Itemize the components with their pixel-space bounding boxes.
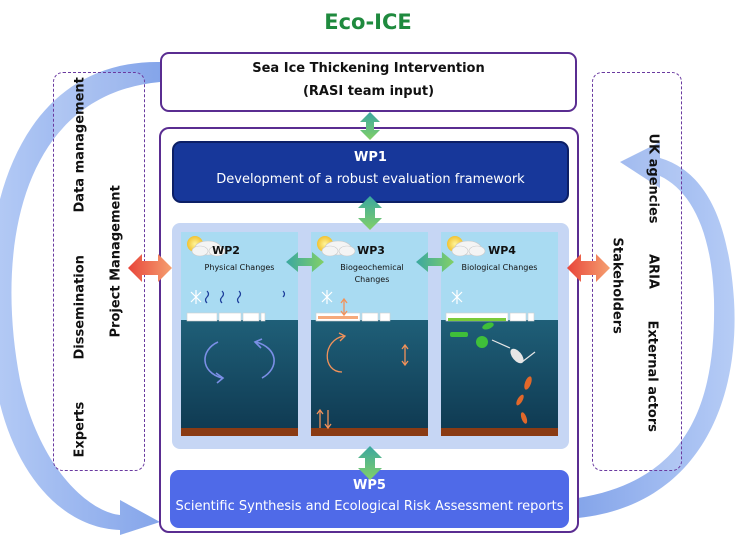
left-support-box xyxy=(53,72,145,471)
cloud-icon xyxy=(451,240,486,257)
fish-icon xyxy=(516,376,532,424)
right-stakeholder-box xyxy=(592,72,682,471)
wp2-wp3-arrow xyxy=(286,252,324,272)
left-label-experts: Experts xyxy=(72,401,88,458)
left-side-arrow xyxy=(128,254,172,282)
cloud-icon xyxy=(191,240,226,257)
copepod-icon xyxy=(491,339,536,364)
wp2-subtitle: Physical Changes xyxy=(204,263,275,272)
diagram-title: Eco-ICE xyxy=(324,10,412,34)
ice-floe-icon xyxy=(186,312,266,322)
top-to-wp1-arrow xyxy=(360,112,380,140)
wp1-to-panels-arrow xyxy=(358,196,382,230)
right-label-stakeholders: Stakeholders xyxy=(609,237,625,334)
wp3-wp4-arrow xyxy=(416,252,454,272)
right-label-external-actors: External actors xyxy=(644,320,660,433)
snowflake-icon xyxy=(451,290,463,304)
intervention-subtitle: (RASI team input) xyxy=(302,84,435,99)
wp2-title: WP2 xyxy=(212,244,240,257)
wp1-title: WP1 xyxy=(354,150,387,165)
wp5-title: WP5 xyxy=(353,478,386,493)
wp3-title: WP3 xyxy=(357,244,385,257)
wp5-subtitle: Scientific Synthesis and Ecological Risk… xyxy=(175,499,564,514)
snowflake-icon xyxy=(190,290,202,304)
right-label-uk-agencies: UK agencies xyxy=(645,133,661,224)
snowflake-icon xyxy=(321,290,333,304)
intervention-title: Sea Ice Thickening Intervention xyxy=(252,61,485,76)
panels-to-wp5-arrow xyxy=(358,446,382,480)
wp3-scene xyxy=(311,232,428,436)
right-cycle-arrow xyxy=(578,142,735,518)
wp4-subtitle: Biological Changes xyxy=(461,263,538,272)
intervention-box xyxy=(160,52,577,112)
left-label-dissemination: Dissemination xyxy=(72,255,88,360)
right-side-arrow xyxy=(567,254,610,282)
wp1-box xyxy=(172,141,569,203)
cloud-icon xyxy=(321,240,356,257)
algae-icon xyxy=(450,322,494,348)
wp3-subtitle: Biogeochemical Changes xyxy=(340,263,404,284)
left-label-data-management: Data management xyxy=(72,77,88,213)
wp4-title: WP4 xyxy=(488,244,516,257)
wp1-subtitle: Development of a robust evaluation frame… xyxy=(216,172,525,187)
brine-drip-icons xyxy=(204,290,286,304)
left-label-project-management: Project Management xyxy=(108,185,124,338)
ice-floe-icon xyxy=(445,312,535,322)
circulation-arrows-icon xyxy=(204,338,275,384)
wp2-scene xyxy=(181,232,298,436)
wp5-box xyxy=(170,470,569,528)
right-label-aria: ARIA xyxy=(645,254,661,289)
wp4-scene xyxy=(441,232,558,436)
gas-exchange-arrows-icon xyxy=(316,297,409,430)
